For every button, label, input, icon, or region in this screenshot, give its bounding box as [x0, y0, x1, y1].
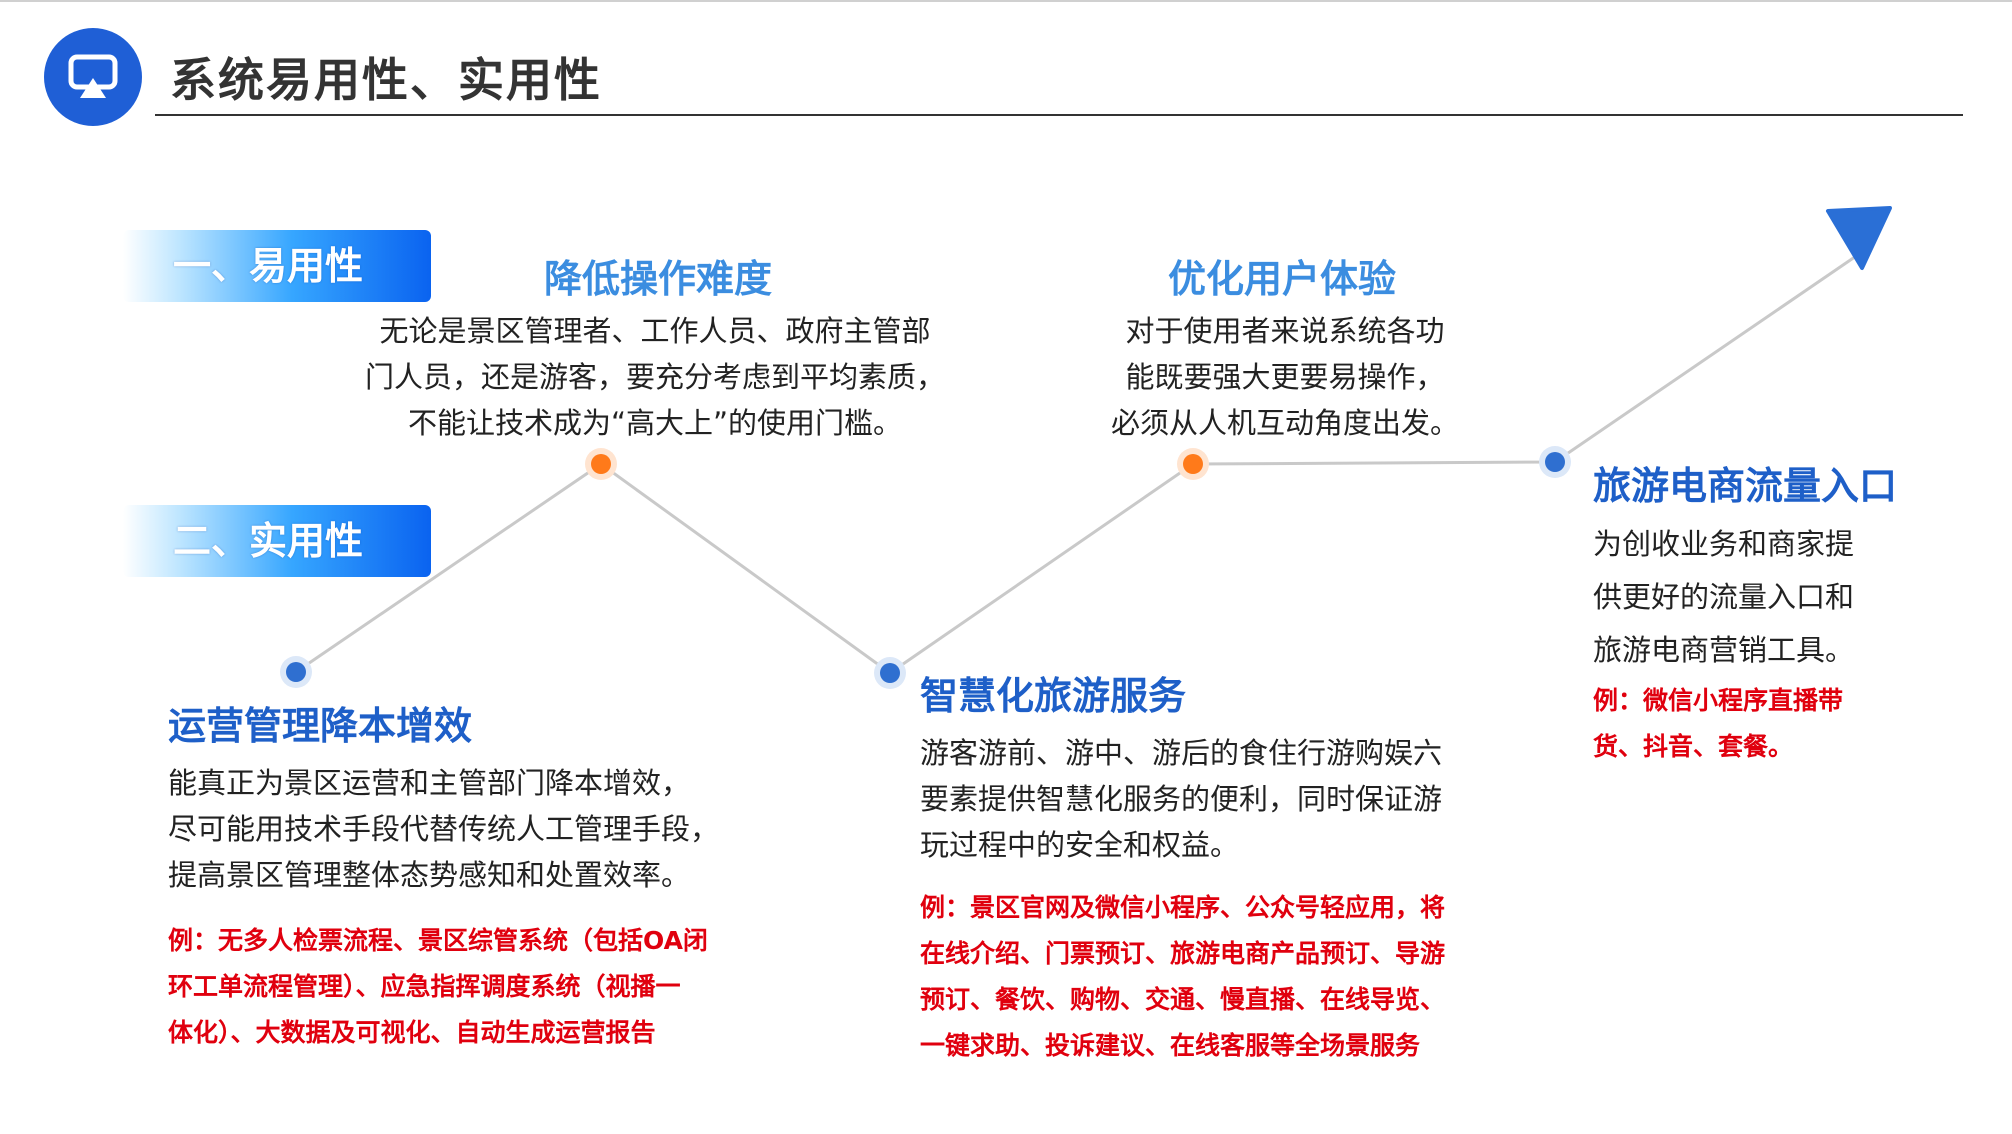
heading-optimize-experience: 优化用户体验 — [1168, 257, 1397, 301]
desc-line: 供更好的流量入口和 — [1593, 580, 1855, 614]
arrow-head-icon — [1826, 206, 1892, 270]
example-line: 例：微信小程序直播带 — [1593, 686, 1844, 715]
desc-line: 无论是景区管理者、工作人员、政府主管部 — [379, 314, 931, 348]
node-blue-3 — [1539, 446, 1571, 478]
progress-line — [295, 248, 1866, 675]
example-line: 预订、餐饮、购物、交通、慢直播、在线导览、 — [920, 985, 1446, 1014]
page-title: 系统易用性、实用性 — [170, 53, 602, 107]
node-blue-2 — [874, 657, 906, 689]
node-blue-1 — [280, 656, 312, 688]
example-line: 一键求助、投诉建议、在线客服等全场景服务 — [920, 1031, 1421, 1060]
desc-line: 必须从人机互动角度出发。 — [1110, 406, 1459, 440]
desc-line: 门人员，还是游客，要充分考虑到平均素质， — [364, 360, 945, 394]
example-line: 货、抖音、套餐。 — [1593, 732, 1794, 761]
heading-reduce-difficulty: 降低操作难度 — [544, 257, 773, 301]
desc-smart-tourism: 游客游前、游中、游后的食住行游购娱六 要素提供智慧化服务的便利，同时保证游 玩过… — [920, 730, 1480, 868]
screen-cast-icon — [44, 28, 142, 126]
example-line: 环工单流程管理）、应急指挥调度系统（视播一 — [168, 972, 681, 1001]
desc-line: 不能让技术成为“高大上”的使用门槛。 — [407, 406, 903, 440]
heading-operations-efficiency: 运营管理降本增效 — [168, 704, 473, 748]
example-line: 例：景区官网及微信小程序、公众号轻应用，将 — [920, 893, 1446, 922]
header-divider — [155, 114, 1963, 116]
example-line: 例：无多人检票流程、景区综管系统（包括OA闭 — [168, 926, 708, 955]
desc-operations-efficiency: 能真正为景区运营和主管部门降本增效， 尽可能用技术手段代替传统人工管理手段， 提… — [168, 760, 728, 898]
desc-line: 提高景区管理整体态势感知和处置效率。 — [168, 858, 691, 892]
heading-smart-tourism: 智慧化旅游服务 — [920, 674, 1187, 718]
desc-line: 游客游前、游中、游后的食住行游购娱六 — [920, 736, 1443, 770]
example-line: 在线介绍、门票预订、旅游电商产品预订、导游 — [920, 939, 1446, 968]
desc-line: 要素提供智慧化服务的便利，同时保证游 — [920, 782, 1443, 816]
desc-line: 尽可能用技术手段代替传统人工管理手段， — [168, 812, 720, 846]
example-smart-tourism: 例：景区官网及微信小程序、公众号轻应用，将 在线介绍、门票预订、旅游电商产品预订… — [920, 885, 1480, 1069]
desc-traffic-entry: 为创收业务和商家提 供更好的流量入口和 旅游电商营销工具。 — [1593, 518, 1893, 677]
node-orange-2 — [1177, 448, 1209, 480]
desc-optimize-experience: 对于使用者来说系统各功 能既要强大更要易操作， 必须从人机互动角度出发。 — [1105, 308, 1465, 446]
example-line: 体化）、大数据及可视化、自动生成运营报告 — [168, 1018, 656, 1047]
tag-usability: 一、易用性 — [123, 230, 431, 302]
desc-line: 为创收业务和商家提 — [1593, 527, 1855, 561]
example-traffic-entry: 例：微信小程序直播带 货、抖音、套餐。 — [1593, 678, 1893, 770]
heading-traffic-entry: 旅游电商流量入口 — [1593, 464, 1898, 508]
example-operations-efficiency: 例：无多人检票流程、景区综管系统（包括OA闭 环工单流程管理）、应急指挥调度系统… — [168, 918, 728, 1056]
desc-line: 能真正为景区运营和主管部门降本增效， — [168, 766, 691, 800]
desc-line: 旅游电商营销工具。 — [1593, 633, 1855, 667]
node-orange-1 — [585, 448, 617, 480]
desc-line: 能既要强大更要易操作， — [1125, 360, 1445, 394]
desc-reduce-difficulty: 无论是景区管理者、工作人员、政府主管部 门人员，还是游客，要充分考虑到平均素质，… — [360, 308, 950, 446]
top-border — [0, 0, 2012, 2]
tag-practicality: 二、实用性 — [123, 505, 431, 577]
desc-line: 玩过程中的安全和权益。 — [920, 828, 1240, 862]
desc-line: 对于使用者来说系统各功 — [1125, 314, 1445, 348]
